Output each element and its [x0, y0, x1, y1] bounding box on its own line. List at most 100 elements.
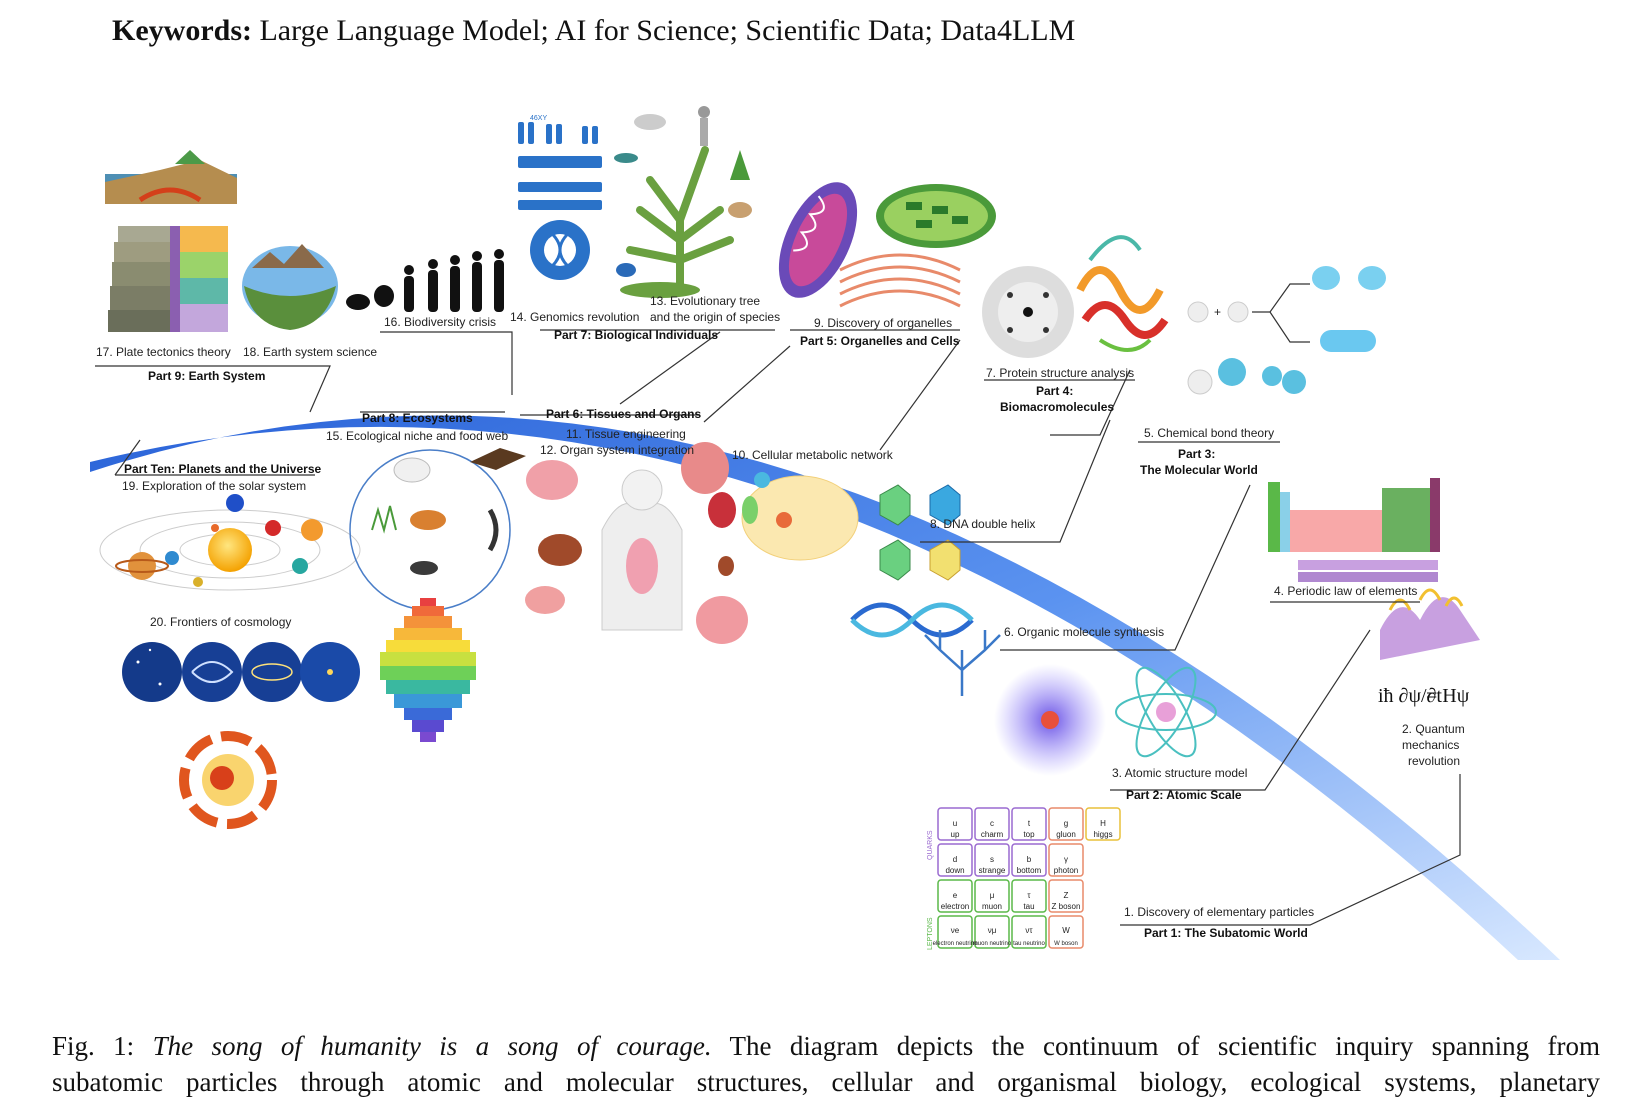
xray-diffraction-pattern: [982, 266, 1074, 358]
part-9-label: Part 9: Earth System: [148, 369, 265, 383]
particle-z-boson: Z boson: [1052, 902, 1081, 911]
keywords-label: Keywords:: [112, 14, 252, 47]
plate-tectonics-illustration: [105, 150, 237, 204]
human-evolution-silhouettes: [346, 249, 504, 312]
caption-title: The song of humanity is a song of courag…: [152, 1031, 712, 1061]
symbol-tau: τ: [1027, 891, 1031, 900]
symbol-electron: e: [953, 891, 958, 900]
dna-gear-icon: [530, 220, 590, 280]
particle-electron: electron: [941, 902, 969, 911]
particle-higgs: higgs: [1093, 830, 1112, 839]
part-1-label: Part 1: The Subatomic World: [1144, 926, 1308, 940]
particle-muon: muon: [982, 902, 1002, 911]
topic-7-label: 7. Protein structure analysis: [986, 366, 1134, 380]
particle-muon-neutrino: muon neutrino: [973, 941, 1012, 947]
supernova-remnant: [179, 731, 277, 829]
standard-model-table: u c t g H up charm top gluon higgs d s b…: [927, 807, 1121, 950]
caption-line1-rest: The diagram depicts the continuum of sci…: [729, 1031, 1601, 1061]
leptons-label: LEPTONS: [927, 917, 934, 950]
symbol-charm: c: [990, 819, 994, 828]
dna-double-helix: [850, 602, 974, 638]
symbol-down: d: [953, 855, 957, 864]
topic-2-label-a: 2. Quantum: [1402, 722, 1465, 736]
topic-13-label-a: 13. Evolutionary tree: [650, 294, 760, 308]
food-web-illustration: [349, 448, 526, 611]
cosmology-panels: [122, 642, 360, 702]
figure-labels: Part 1: The Subatomic World 1. Discovery…: [96, 294, 1465, 940]
topic-14-label: 14. Genomics revolution: [510, 310, 639, 324]
chloroplast-illustration: [876, 184, 996, 248]
organic-molecule-tree: [924, 630, 1001, 696]
protein-structure-illustration: [1076, 235, 1169, 352]
particle-up: up: [951, 830, 960, 839]
particle-tau-neutrino: tau neutrino: [1013, 941, 1045, 947]
part-10-label: Part Ten: Planets and the Universe: [124, 462, 321, 476]
periodic-table-illustration: [1268, 478, 1440, 582]
topic-4-label: 4. Periodic law of elements: [1274, 584, 1417, 598]
part-4-label-b: Biomacromolecules: [1000, 400, 1114, 414]
figure-caption: Fig. 1: The song of humanity is a song o…: [52, 1028, 1600, 1100]
symbol-strange: s: [990, 855, 994, 864]
topic-20-label: 20. Frontiers of cosmology: [150, 615, 291, 629]
particle-w-boson: W boson: [1054, 941, 1078, 947]
particle-tau: tau: [1023, 902, 1034, 911]
earth-system-globe: [242, 244, 338, 330]
schrodinger-rhs: = Hψ: [1426, 685, 1470, 707]
symbol-muon-neutrino: νμ: [988, 926, 997, 935]
part-2-label: Part 2: Atomic Scale: [1126, 788, 1242, 802]
particle-photon: photon: [1054, 866, 1078, 875]
topic-9-label: 9. Discovery of organelles: [814, 316, 952, 330]
topic-19-label: 19. Exploration of the solar system: [122, 479, 306, 493]
topic-11-label: 11. Tissue engineering: [566, 427, 686, 441]
particle-electron-neutrino: electron neutrino: [933, 941, 978, 947]
cell-metabolism-illustration: [741, 472, 859, 561]
symbol-bottom: b: [1027, 855, 1032, 864]
part-3-label-a: Part 3:: [1178, 447, 1215, 461]
symbol-higgs: H: [1100, 819, 1106, 828]
part-4-label-a: Part 4:: [1036, 384, 1073, 398]
topic-6-label: 6. Organic molecule synthesis: [1004, 625, 1164, 639]
evolutionary-tree-illustration: [614, 106, 752, 298]
mitochondrion-illustration: [778, 182, 858, 298]
symbol-muon: μ: [990, 891, 995, 900]
biodiversity-pyramid: [380, 598, 476, 742]
symbol-photon: γ: [1064, 855, 1068, 864]
particle-down: down: [945, 866, 964, 875]
particle-top: top: [1023, 830, 1035, 839]
caption-prefix: Fig. 1:: [52, 1031, 135, 1061]
topic-2-label-b: mechanics: [1402, 738, 1459, 752]
dna-base-pair-illustration: [879, 484, 961, 581]
topic-18-label: 18. Earth system science: [243, 345, 377, 359]
particle-strange: strange: [979, 866, 1006, 875]
solar-system-illustration: [99, 494, 361, 591]
topic-12-label: 12. Organ system integration: [540, 443, 694, 457]
topic-8-label: 8. DNA double helix: [930, 517, 1035, 531]
quarks-label: QUARKS: [927, 830, 934, 860]
symbol-electron-neutrino: νe: [951, 926, 960, 935]
particle-bottom: bottom: [1017, 866, 1042, 875]
karyotype-illustration: [518, 122, 602, 210]
science-continuum-figure: +: [90, 106, 1560, 961]
topic-1-label: 1. Discovery of elementary particles: [1124, 905, 1314, 919]
topic-13-label-b: and the origin of species: [650, 310, 780, 324]
particle-gluon: gluon: [1056, 830, 1076, 839]
topic-2-label-c: revolution: [1408, 754, 1460, 768]
wavefunction-surface: [1380, 588, 1480, 660]
topic-17-label: 17. Plate tectonics theory: [96, 345, 231, 359]
topic-10-label: 10. Cellular metabolic network: [732, 448, 894, 462]
symbol-up: u: [953, 819, 957, 828]
symbol-tau-neutrino: ντ: [1025, 926, 1033, 935]
symbol-w-boson: W: [1062, 926, 1070, 935]
symbol-z-boson: Z: [1064, 891, 1069, 900]
topic-15-label: 15. Ecological niche and food web: [326, 429, 508, 443]
part-3-label-b: The Molecular World: [1140, 463, 1258, 477]
topic-3-label: 3. Atomic structure model: [1112, 766, 1247, 780]
part-7-label: Part 7: Biological Individuals: [554, 328, 718, 342]
human-organs-illustration: [525, 442, 748, 644]
golgi-apparatus-illustration: [839, 253, 961, 308]
topic-5-label: 5. Chemical bond theory: [1144, 426, 1274, 440]
schrodinger-lhs: iħ ∂ψ/∂t: [1378, 685, 1442, 707]
atom-model: [1115, 666, 1217, 758]
stratigraphy-illustration: [108, 226, 228, 332]
topic-16-label: 16. Biodiversity crisis: [384, 315, 496, 329]
